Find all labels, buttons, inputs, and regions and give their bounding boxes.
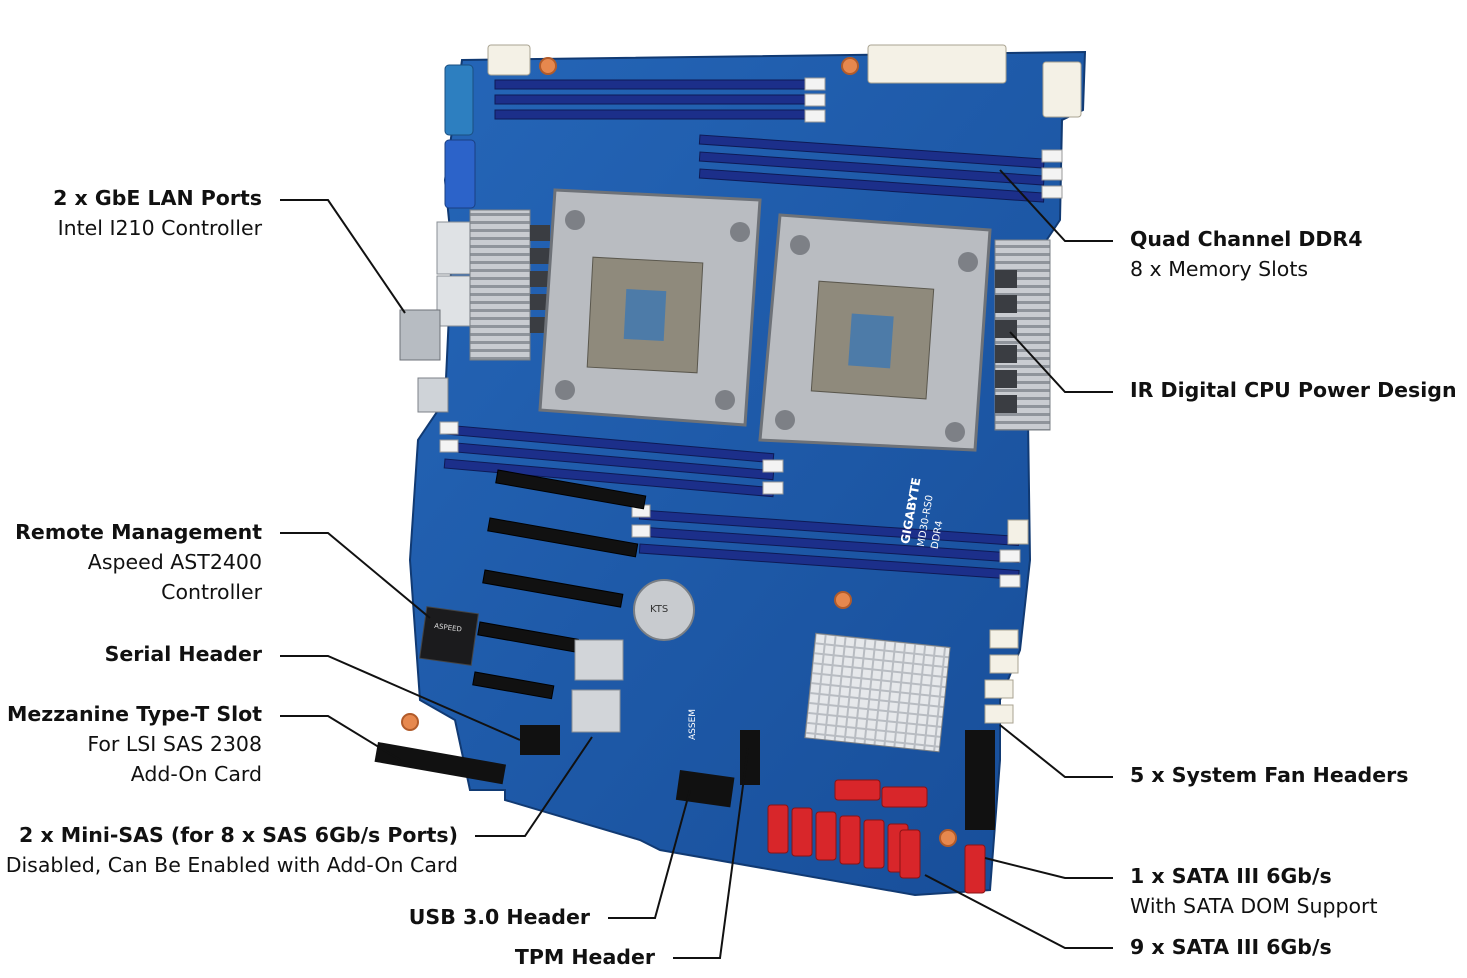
mini-sas-port-2 (571, 689, 621, 733)
label-minisas-title: 2 x Mini-SAS (for 8 x SAS 6Gb/s Ports) (19, 823, 458, 847)
leader-ir (1009, 331, 1113, 393)
leader-mezz (280, 715, 401, 761)
board-assem-text: ASSEM (688, 709, 698, 740)
bmc-chip (419, 606, 479, 666)
cmos-battery (633, 579, 695, 641)
label-minisas: 2 x Mini-SAS (for 8 x SAS 6Gb/s Ports) D… (6, 820, 458, 880)
leader-sata1 (984, 857, 1113, 879)
label-sata9: 9 x SATA III 6Gb/s (1130, 932, 1332, 962)
label-mezz-title: Mezzanine Type-T Slot (6, 702, 262, 726)
leader-usb3 (608, 789, 691, 919)
label-usb3: USB 3.0 Header (409, 902, 590, 932)
label-mezz-sub-1: For LSI SAS 2308 (87, 732, 262, 756)
usb-port-stack (399, 309, 441, 361)
label-lan: 2 x GbE LAN Ports Intel I210 Controller (53, 183, 262, 243)
dimm-slots-middle-right (638, 509, 1020, 581)
cpu-power-8pin-2 (487, 44, 531, 76)
cpu-socket-1 (538, 188, 762, 427)
label-ddr4: Quad Channel DDR4 8 x Memory Slots (1130, 224, 1362, 284)
fan-headers (984, 519, 1029, 724)
leader-minisas (475, 736, 593, 837)
label-sata9-title: 9 x SATA III 6Gb/s (1130, 935, 1332, 959)
label-lan-title: 2 x GbE LAN Ports (53, 186, 262, 210)
leader-remote (280, 532, 431, 619)
label-fan: 5 x System Fan Headers (1130, 760, 1408, 790)
label-serial: Serial Header (105, 639, 262, 669)
front-panel-header (965, 730, 995, 830)
battery-text: KTS (650, 604, 668, 615)
label-mezz: Mezzanine Type-T Slot For LSI SAS 2308 A… (7, 699, 262, 789)
leader-lan (280, 199, 406, 314)
cpu-power-8pin-1 (1042, 61, 1082, 118)
label-ir: IR Digital CPU Power Design (1130, 375, 1457, 405)
label-sata1: 1 x SATA III 6Gb/s With SATA DOM Support (1130, 861, 1378, 921)
vga-port-connector (444, 139, 476, 209)
serial-header (520, 725, 560, 755)
label-fan-title: 5 x System Fan Headers (1130, 763, 1409, 787)
pcie-slots (472, 469, 647, 700)
dimm-slots-top-right (698, 134, 1045, 203)
mezzanine-slot (374, 742, 507, 785)
atx-power-24pin (867, 44, 1007, 84)
label-minisas-sub: Disabled, Can Be Enabled with Add-On Car… (5, 853, 458, 877)
board-ddr-text: DDR4 (930, 520, 946, 550)
leader-ddr4 (999, 169, 1113, 242)
lan-port-1 (436, 221, 476, 275)
label-remote-sub-2: Controller (161, 580, 262, 604)
dimm-slots-middle-left (443, 424, 775, 498)
usb-port-rear (417, 377, 449, 413)
label-tpm: TPM Header (515, 942, 655, 972)
label-usb3-title: USB 3.0 Header (408, 905, 590, 929)
label-remote-title: Remote Management (15, 520, 262, 544)
leader-fan (999, 724, 1113, 778)
pch-heatsink (804, 632, 951, 753)
vrm-heatsink-left (469, 209, 531, 361)
tpm-header (740, 730, 760, 785)
leader-sata9 (924, 874, 1113, 949)
mini-sas-port-1 (574, 639, 624, 681)
label-lan-sub: Intel I210 Controller (57, 216, 262, 240)
cpu-socket-2 (758, 213, 992, 452)
bmc-chip-text: ASPEED (434, 622, 463, 634)
serial-port-connector (444, 64, 474, 136)
label-ddr4-title: Quad Channel DDR4 (1130, 227, 1363, 251)
label-tpm-title: TPM Header (514, 945, 655, 969)
label-serial-title: Serial Header (104, 642, 262, 666)
leader-lines (280, 169, 1113, 959)
lan-port-2 (436, 275, 476, 327)
sata-ports (767, 779, 986, 894)
usb3-header (675, 770, 735, 808)
label-ddr4-sub: 8 x Memory Slots (1130, 257, 1309, 281)
label-sata1-title: 1 x SATA III 6Gb/s (1130, 864, 1332, 888)
dimm-slots-top-left (494, 79, 816, 120)
label-ir-title: IR Digital CPU Power Design (1130, 378, 1457, 402)
label-sata1-sub: With SATA DOM Support (1130, 894, 1378, 918)
label-remote: Remote Management Aspeed AST2400 Control… (15, 517, 262, 607)
label-remote-sub-1: Aspeed AST2400 (87, 550, 262, 574)
label-mezz-sub-2: Add-On Card (130, 762, 262, 786)
leader-tpm (673, 747, 749, 959)
mounting-holes (401, 57, 957, 847)
leader-serial (280, 655, 521, 741)
